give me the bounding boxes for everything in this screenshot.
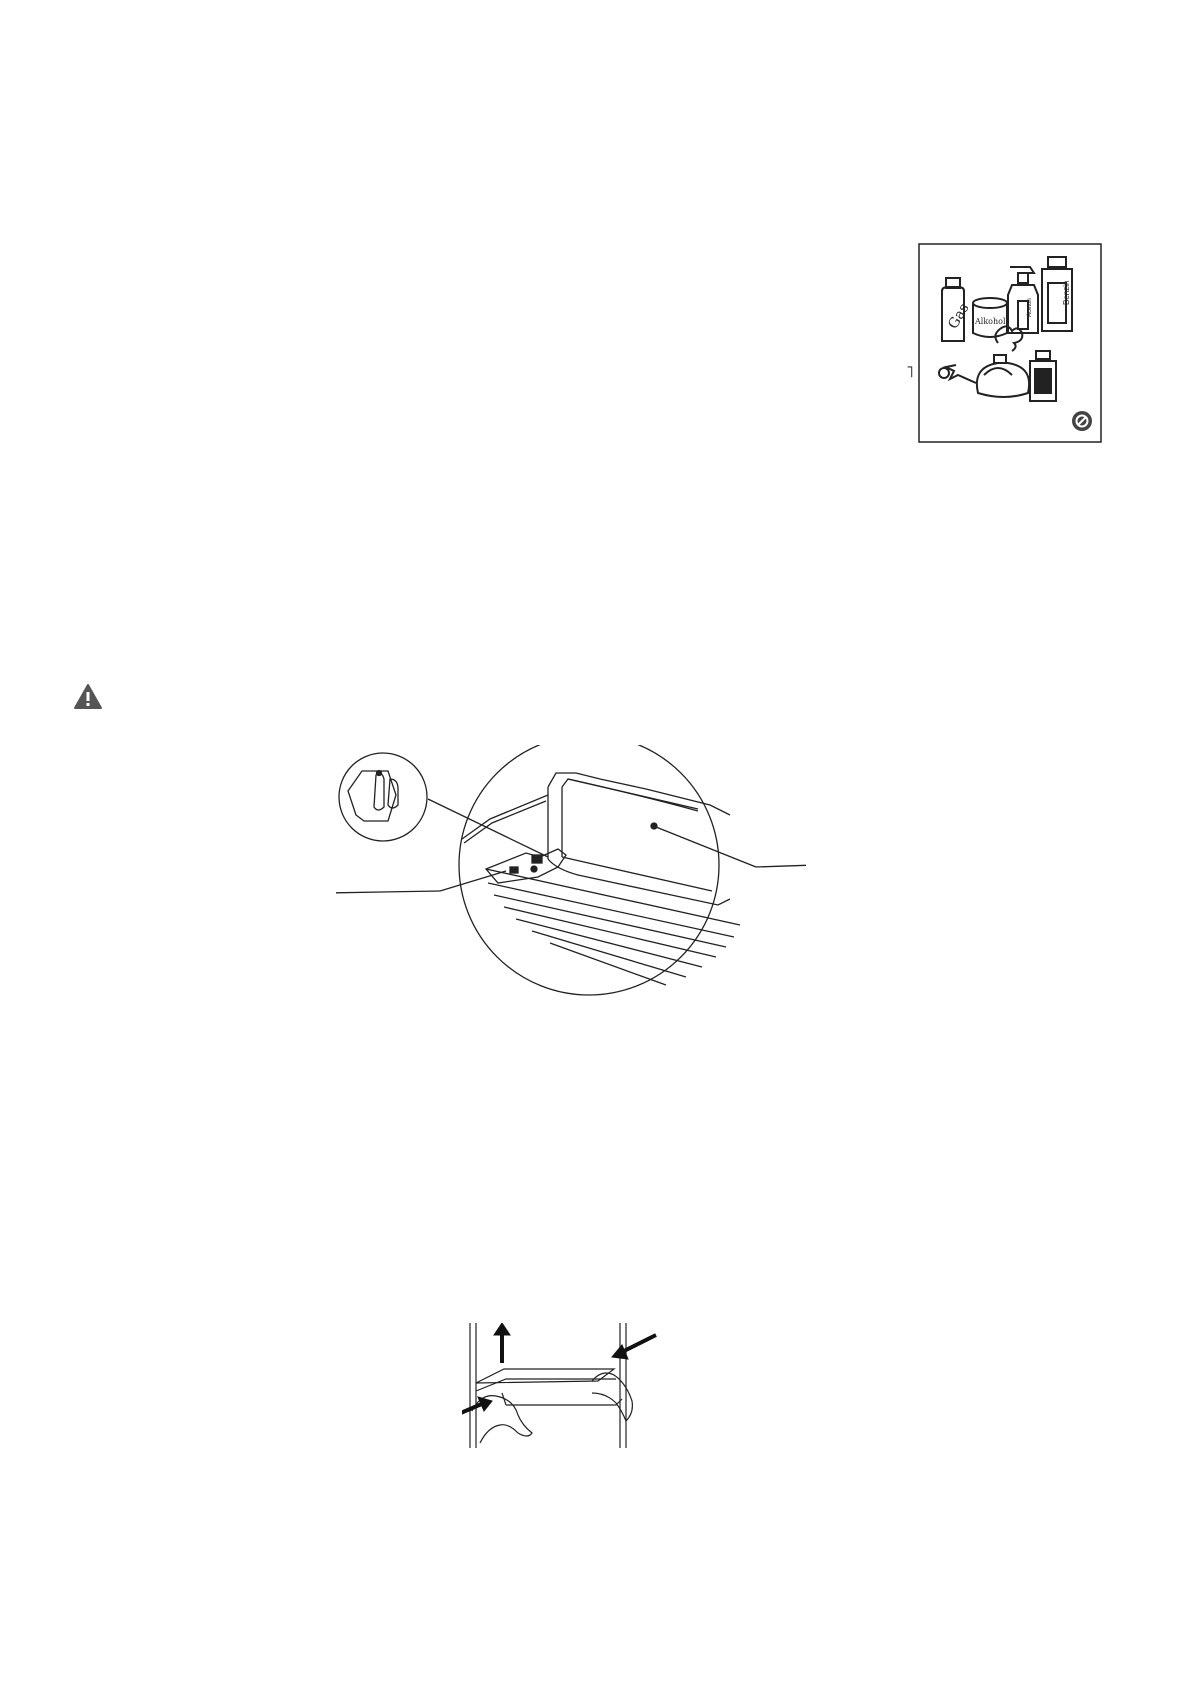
flammable-chemicals-illustration: Gas Alkohol Aceton Benzin	[918, 243, 1102, 443]
shelf-removal-illustration	[462, 1323, 666, 1448]
bottle-label-alcohol: Alkohol	[974, 317, 1006, 326]
bottle-label-gas: Gas	[945, 301, 972, 332]
hinge-detail-illustration	[336, 745, 806, 1005]
push-in-arrow-right-icon	[612, 1335, 656, 1359]
lift-up-arrow-icon	[494, 1323, 510, 1363]
stray-mark: ˥	[906, 362, 914, 381]
bottle-label-benzin: Benzin	[1062, 281, 1071, 305]
spray-bottle-icon	[1008, 267, 1038, 333]
small-bottle-icon	[1030, 351, 1056, 401]
bottle-label-aceton: Aceton	[1027, 298, 1033, 317]
prohibited-icon	[1072, 411, 1092, 431]
warning-triangle-icon	[73, 683, 103, 711]
push-in-arrow-left-icon	[462, 1397, 492, 1421]
